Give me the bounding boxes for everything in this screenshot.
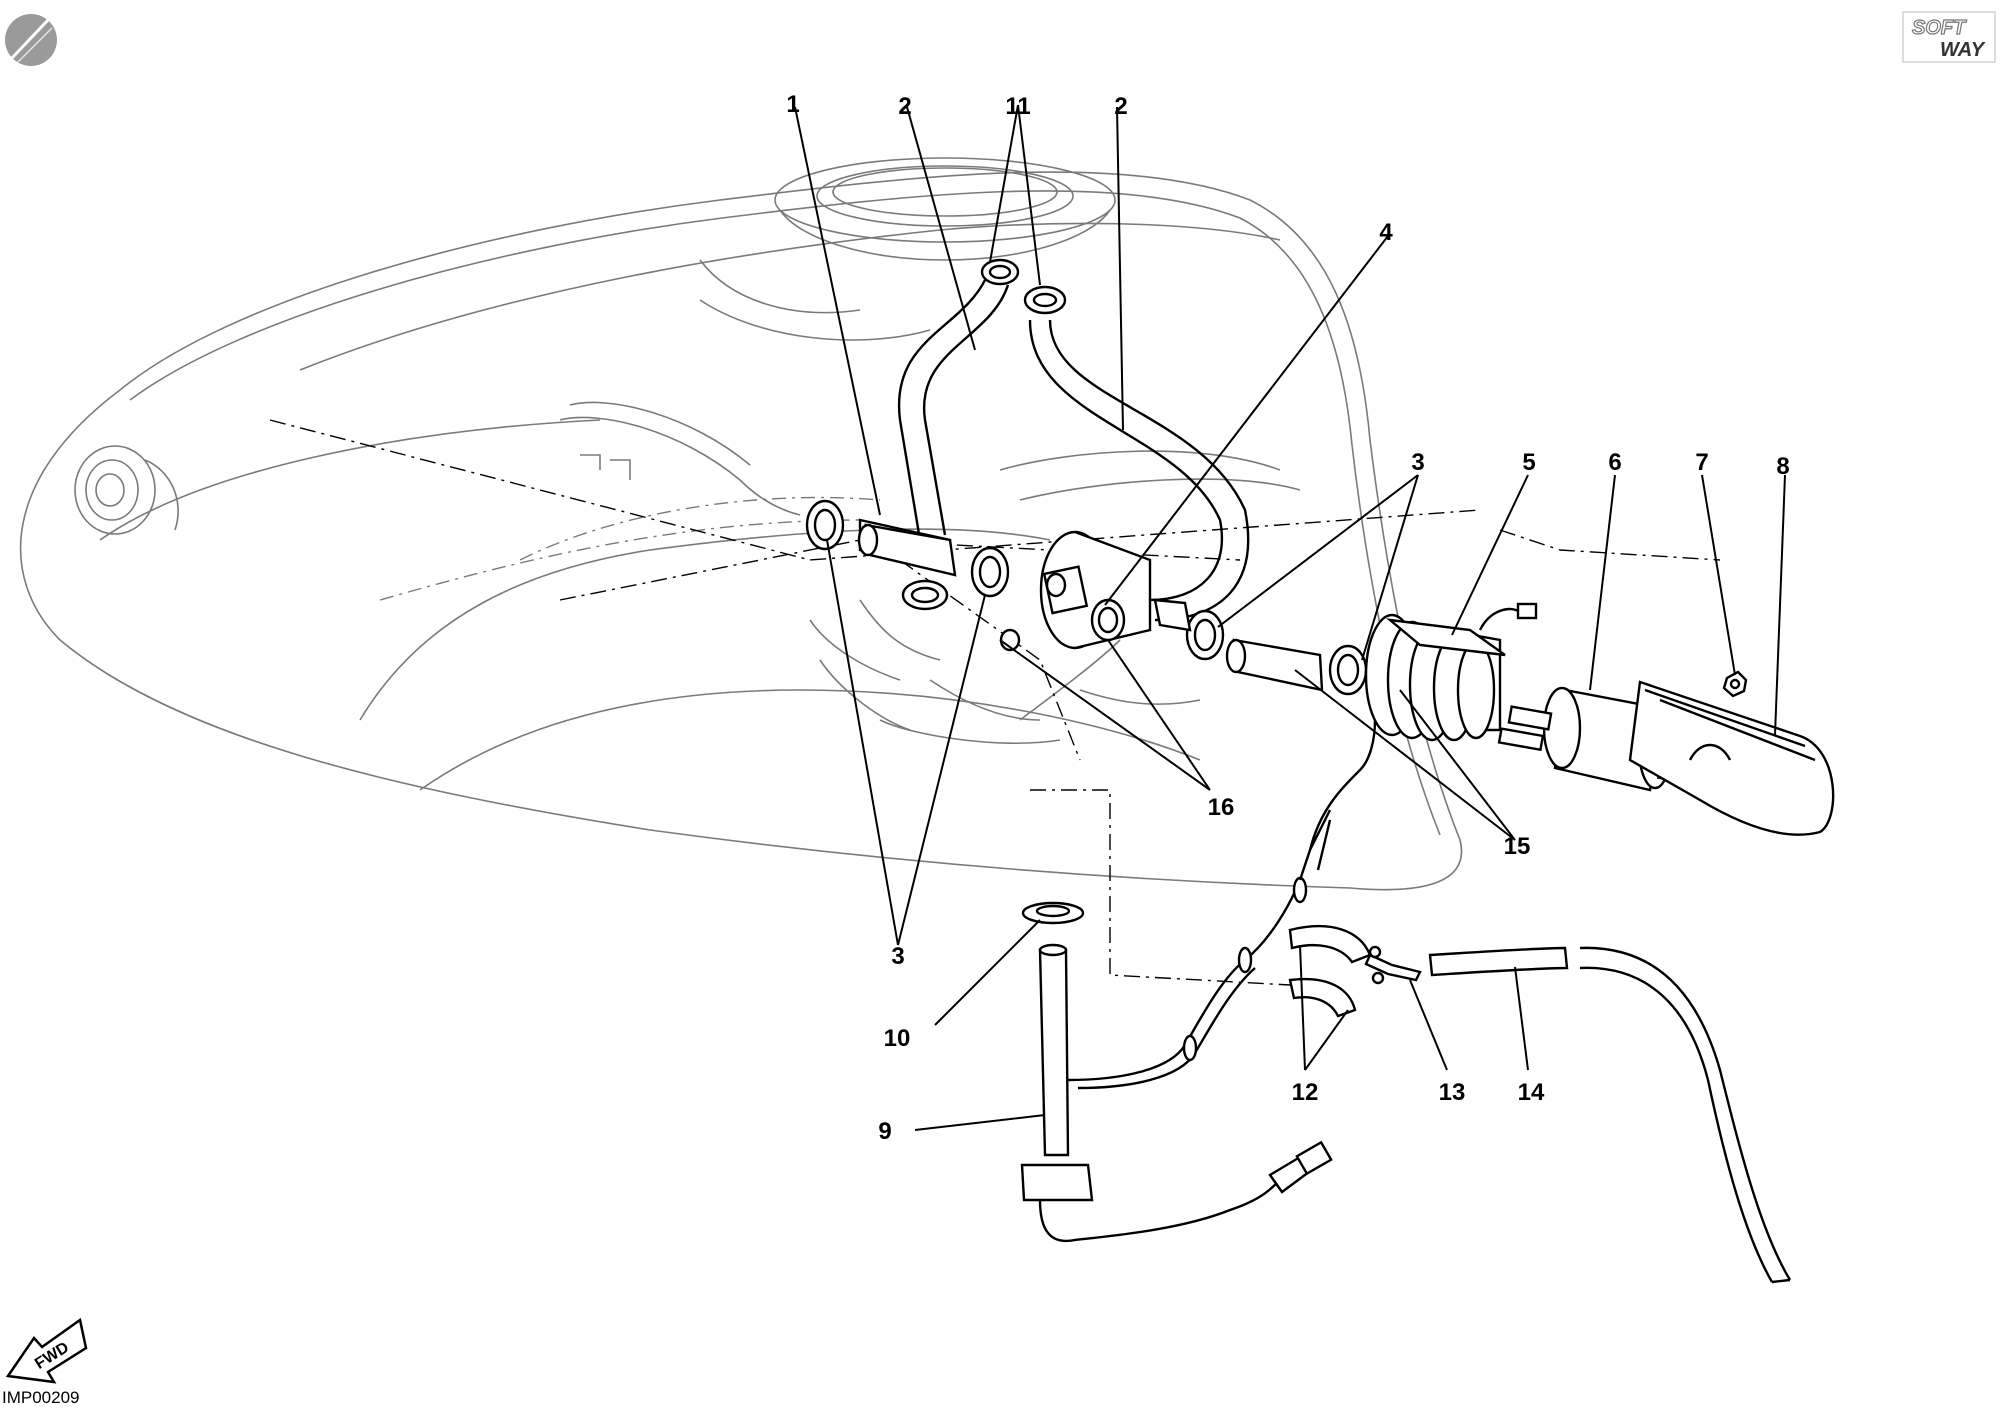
- callout-13: 13: [1439, 1079, 1466, 1106]
- callout-2b: 2: [1114, 93, 1127, 120]
- assembly-axis-lines: [269, 419, 1721, 986]
- callout-2a: 2: [898, 93, 911, 120]
- callout-labels: 1 2 2 11 4 3 5 6 7 8 3 15 16 10 9 12 13 …: [786, 91, 1789, 1145]
- drawing-reference-code: IMP00209: [2, 1388, 80, 1407]
- callout-3-left: 3: [891, 943, 904, 970]
- callout-8: 8: [1776, 453, 1789, 480]
- callout-12: 12: [1292, 1079, 1319, 1106]
- leader-lines: [794, 104, 1786, 1131]
- hose-clamps: [805, 258, 1368, 696]
- softway-logo: SOFT WAY: [1902, 11, 1996, 63]
- fuel-strainer: [1628, 680, 1835, 836]
- fuel-tank-outline: [19, 157, 1463, 891]
- return-hoses: [1288, 925, 1792, 1284]
- callout-9: 9: [878, 1118, 891, 1145]
- callout-1: 1: [786, 91, 799, 118]
- callout-4: 4: [1379, 219, 1393, 246]
- callout-7: 7: [1695, 449, 1708, 476]
- short-fuel-pipes: [857, 523, 1324, 692]
- callout-3-right: 3: [1411, 449, 1424, 476]
- callout-6: 6: [1608, 449, 1621, 476]
- callout-10: 10: [884, 1025, 911, 1052]
- nut: [1722, 670, 1748, 698]
- callout-15: 15: [1504, 833, 1531, 860]
- callout-16: 16: [1208, 794, 1235, 821]
- corner-badge-icon: [5, 14, 57, 66]
- callout-5: 5: [1522, 449, 1535, 476]
- fuel-level-sender: [1020, 719, 1377, 1243]
- logo-line-soft: SOFT: [1912, 17, 1967, 39]
- vent-hoses: [897, 279, 1250, 622]
- callout-11: 11: [1005, 93, 1030, 120]
- pump-mount-bellows: [1364, 602, 1538, 742]
- forward-arrow-icon: FWD: [5, 1317, 88, 1384]
- logo-line-way: WAY: [1940, 39, 1986, 61]
- callout-14: 14: [1518, 1079, 1545, 1106]
